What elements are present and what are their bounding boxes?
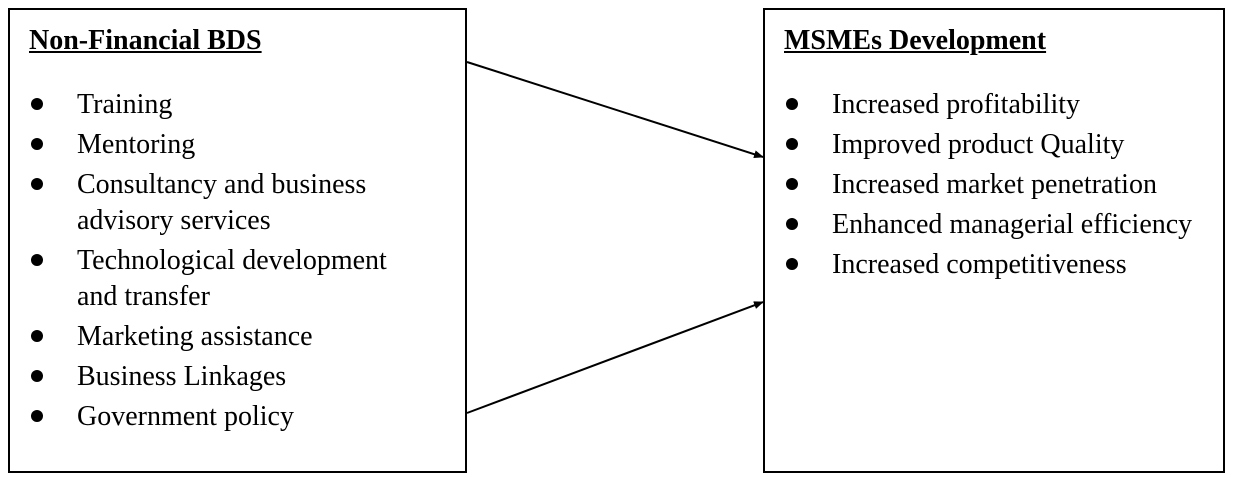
bullet-icon: [786, 218, 798, 230]
list-item-label: Enhanced managerial efficiency: [832, 209, 1193, 240]
list-item: Consultancy and business advisory servic…: [10, 167, 450, 239]
list-item-label: Government policy: [77, 401, 294, 432]
msmes-development-box: MSMEs Development Increased profitabilit…: [763, 8, 1225, 473]
list-item-label: Increased market penetration: [832, 169, 1157, 200]
list-item: Increased market penetration: [765, 167, 1225, 203]
list-item: Improved product Quality: [765, 127, 1225, 163]
list-item: Increased competitiveness: [765, 247, 1225, 283]
bullet-icon: [31, 330, 43, 342]
list-item: Enhanced managerial efficiency: [765, 207, 1225, 243]
list-item: Mentoring: [10, 127, 450, 163]
list-item-label: Mentoring: [77, 129, 196, 160]
bullet-icon: [31, 410, 43, 422]
bullet-icon: [786, 178, 798, 190]
list-item: Training: [10, 87, 450, 123]
bullet-icon: [31, 178, 43, 190]
arrow-top-connector: [466, 61, 764, 159]
msmes-development-title: MSMEs Development: [784, 25, 1047, 56]
list-item-label: Increased profitability: [832, 89, 1081, 120]
bullet-icon: [31, 254, 43, 266]
bullet-icon: [31, 98, 43, 110]
bullet-icon: [31, 138, 43, 150]
list-item-label: Improved product Quality: [832, 129, 1125, 160]
list-item-label: Consultancy and business advisory servic…: [77, 169, 367, 236]
list-item: Increased profitability: [765, 87, 1225, 123]
bullet-icon: [786, 138, 798, 150]
list-item-label: Training: [77, 89, 173, 120]
list-item-label: Marketing assistance: [77, 321, 313, 352]
msmes-development-list: Increased profitability Improved product…: [765, 87, 1225, 287]
list-item-label: Increased competitiveness: [832, 249, 1127, 280]
list-item-label: Technological development and transfer: [77, 245, 387, 312]
non-financial-bds-box: Non-Financial BDS Training Mentoring Con…: [8, 8, 467, 473]
list-item: Business Linkages: [10, 359, 450, 395]
bullet-icon: [786, 258, 798, 270]
list-item-label: Business Linkages: [77, 361, 287, 392]
list-item: Technological development and transfer: [10, 243, 450, 315]
list-item: Marketing assistance: [10, 319, 450, 355]
non-financial-bds-title: Non-Financial BDS: [29, 25, 262, 56]
list-item: Government policy: [10, 399, 450, 435]
non-financial-bds-list: Training Mentoring Consultancy and busin…: [10, 87, 450, 439]
arrow-bottom-connector: [466, 301, 764, 414]
bullet-icon: [31, 370, 43, 382]
bullet-icon: [786, 98, 798, 110]
